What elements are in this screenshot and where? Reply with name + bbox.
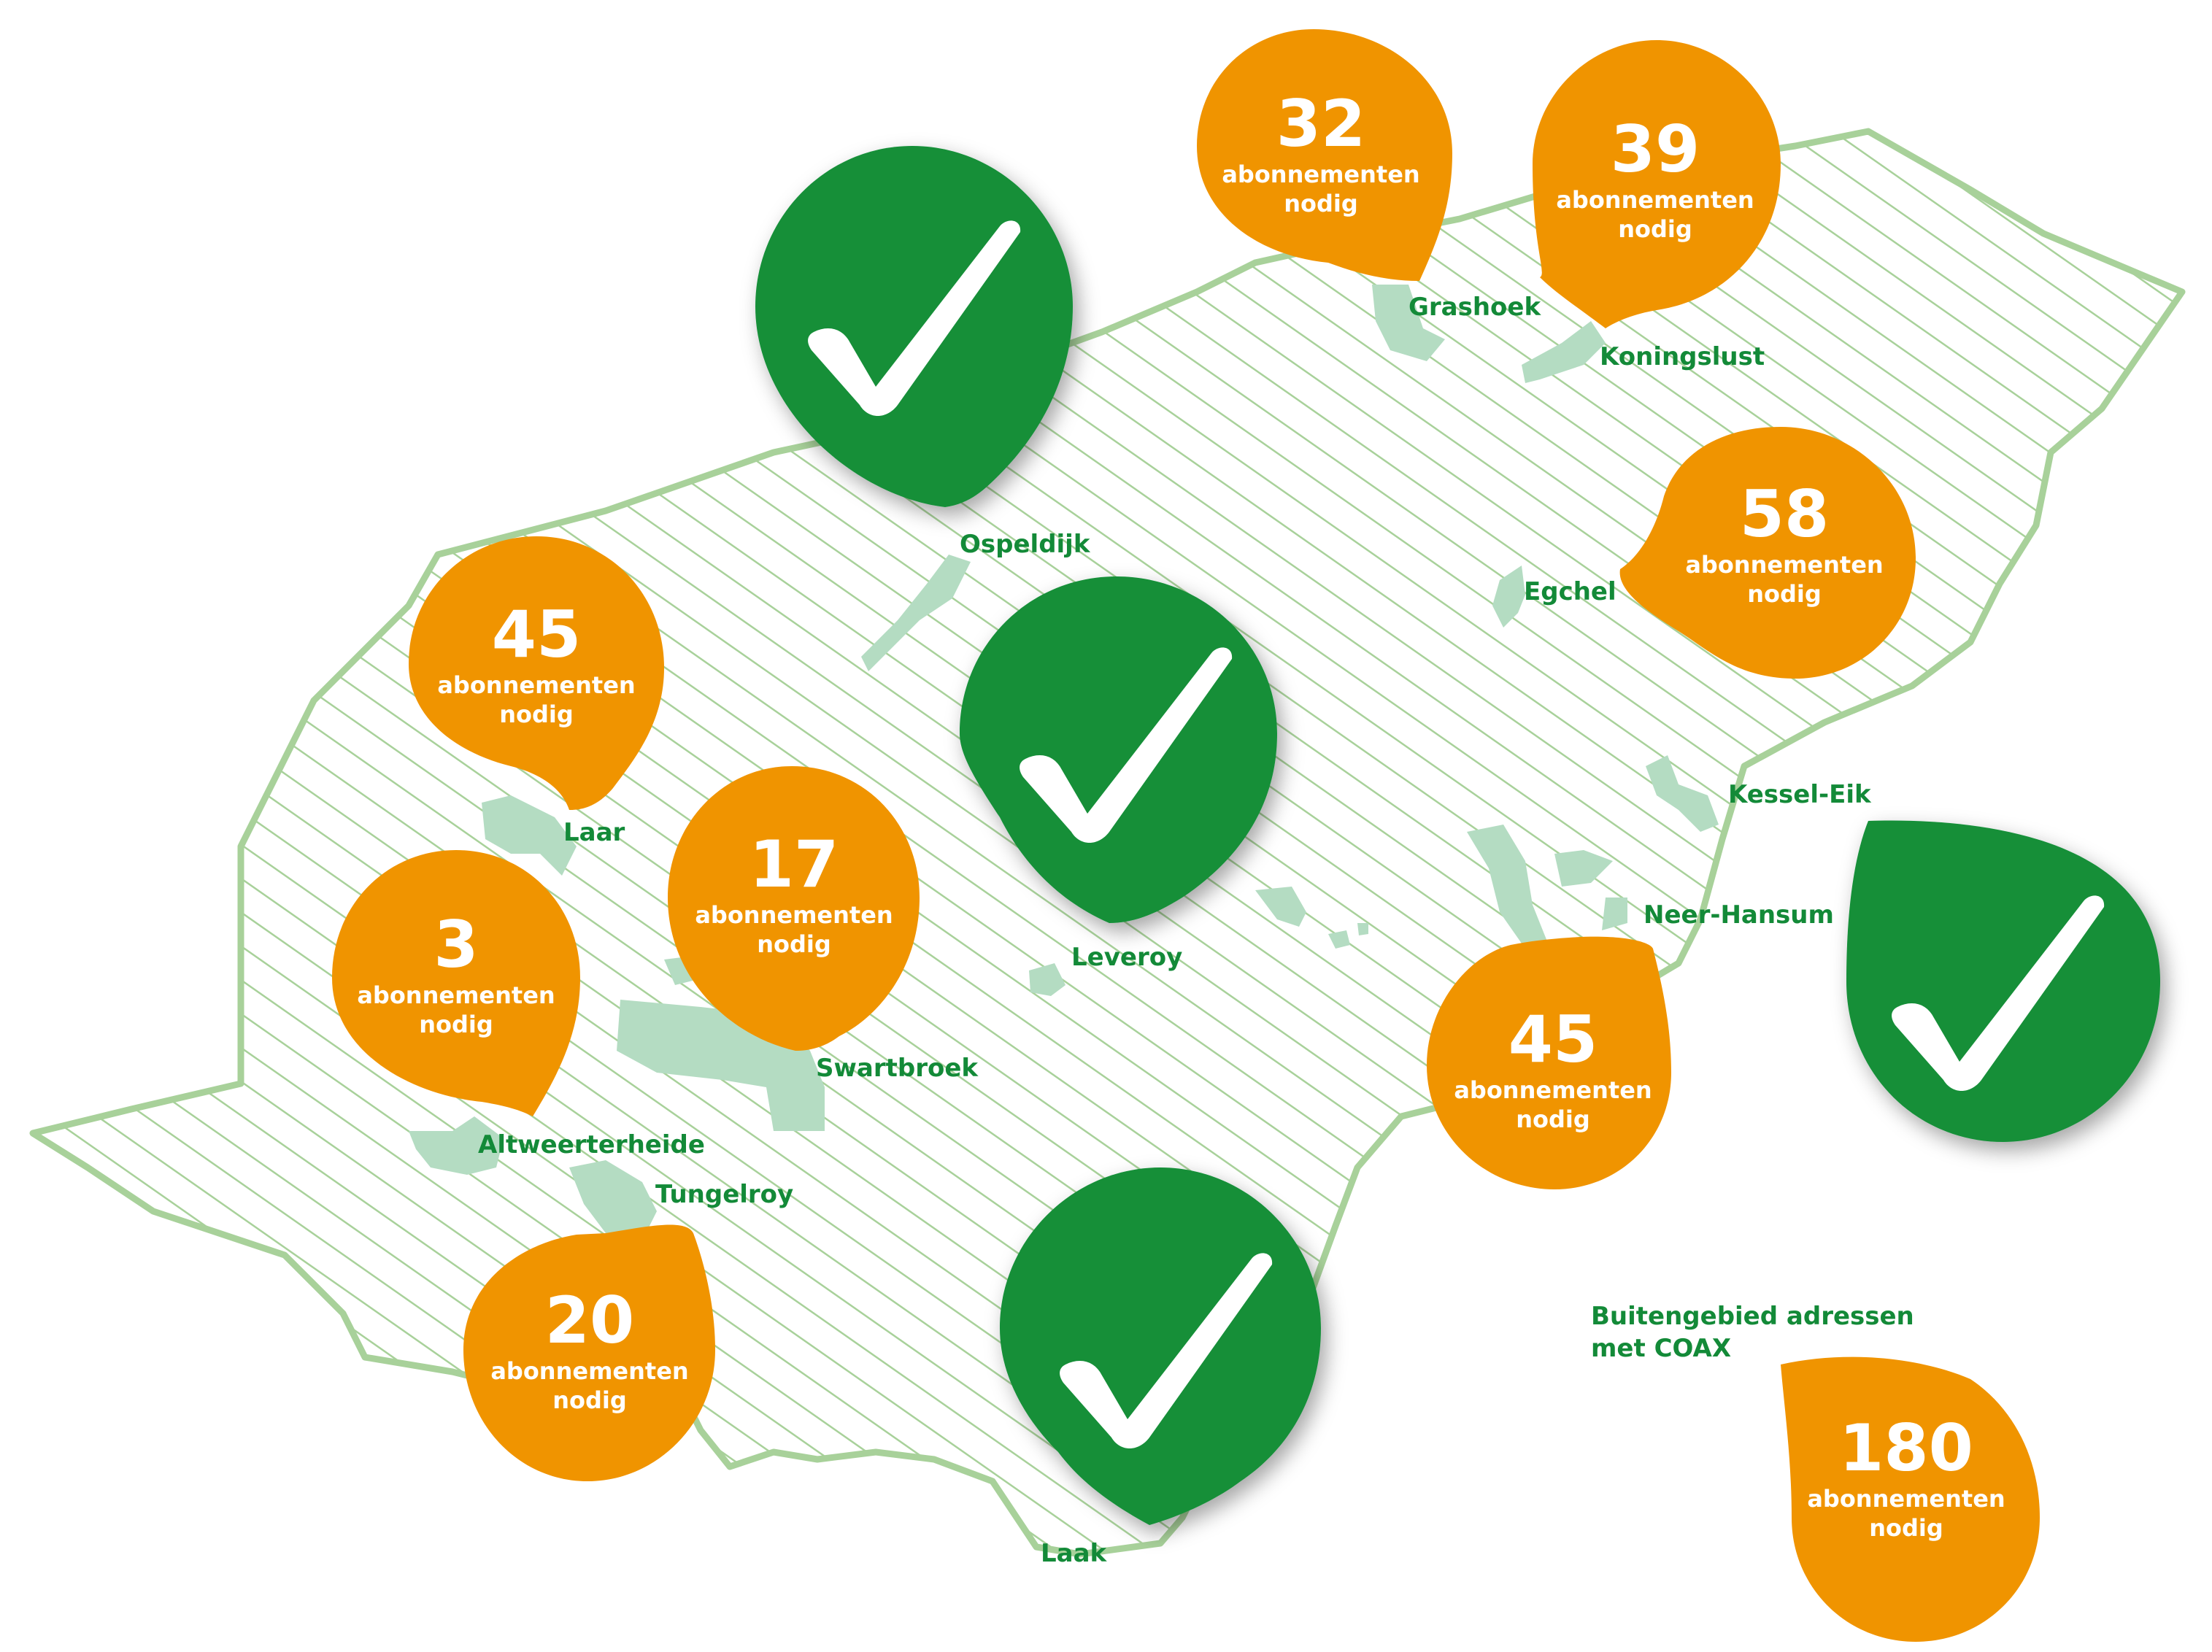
pin-text: nodig <box>1618 215 1692 243</box>
pin-count: 3 <box>433 907 478 982</box>
pin-leveroy[interactable] <box>960 576 1277 923</box>
village-shapes <box>409 285 1719 1240</box>
pin-count: 45 <box>1508 1002 1598 1077</box>
pin-text: abonnementen <box>1556 186 1754 214</box>
pin-text: nodig <box>1284 190 1358 217</box>
legend-caption: Buitengebied adressen met COAX <box>1591 1300 2000 1365</box>
checkmark-icon <box>1892 895 2105 1091</box>
pin-count: 32 <box>1276 86 1365 161</box>
pin-count: 20 <box>545 1283 634 1358</box>
label-egchel: Egchel <box>1524 577 1616 606</box>
village-koningslust <box>1522 321 1606 383</box>
village-tungelroy <box>569 1160 657 1240</box>
label-ospeldijk: Ospeldijk <box>960 530 1091 559</box>
label-koningslust: Koningslust <box>1600 342 1765 371</box>
pin-text: abonnementen <box>1454 1076 1652 1104</box>
legend-line: Buitengebied adressen <box>1591 1302 1914 1331</box>
pin-grashoek[interactable]: 32 abonnementen nodig <box>1197 29 1452 281</box>
label-laak: Laak <box>1041 1539 1108 1568</box>
pin-text: nodig <box>1747 580 1822 608</box>
village-ospeldijk <box>861 555 971 671</box>
pin-text: nodig <box>499 700 574 728</box>
label-swartbroek: Swartbroek <box>816 1054 979 1083</box>
village-altweerterheide <box>409 1116 504 1175</box>
legend-line: met COAX <box>1591 1334 1732 1363</box>
checkmark-icon <box>808 220 1021 416</box>
pin-kessel-eik[interactable] <box>1846 820 2160 1142</box>
village-heythuysen <box>1255 887 1368 949</box>
village-neer-hansum <box>1602 898 1627 930</box>
label-grashoek: Grashoek <box>1408 293 1541 322</box>
pin-ospeldijk[interactable] <box>755 146 1073 507</box>
label-tungelroy: Tungelroy <box>655 1180 793 1209</box>
village-egchel <box>1492 566 1525 628</box>
pin-text: nodig <box>552 1386 627 1414</box>
village-grashoek <box>1372 285 1445 361</box>
pin-text: abonnementen <box>695 901 893 929</box>
legend-count: 180 <box>1839 1410 1973 1486</box>
pin-text: nodig <box>757 930 831 958</box>
place-labels: Ospeldijk Grashoek Koningslust Egchel Ke… <box>478 293 1872 1568</box>
pin-count: 58 <box>1740 476 1829 552</box>
pin-count: 45 <box>492 597 581 672</box>
legend-text: abonnementen <box>1807 1485 2005 1513</box>
checkmark-icon <box>1060 1253 1273 1448</box>
pin-swartbroek[interactable]: 17 abonnementen nodig <box>668 766 920 1051</box>
pin-text: abonnementen <box>437 671 635 699</box>
label-altweerterheide: Altweerterheide <box>478 1130 705 1159</box>
pin-laar[interactable]: 45 abonnementen nodig <box>409 536 664 810</box>
pin-text: nodig <box>1516 1105 1590 1133</box>
village-swartbroek <box>617 956 825 1131</box>
label-laar: Laar <box>563 818 625 847</box>
pin-tungelroy[interactable]: 20 abonnementen nodig <box>463 1224 715 1481</box>
pin-egchel[interactable]: 58 abonnementen nodig <box>1619 427 1916 679</box>
pin-koningslust[interactable]: 39 abonnementen nodig <box>1533 40 1781 328</box>
label-leveroy: Leveroy <box>1071 943 1182 972</box>
village-kessel-eik <box>1646 755 1719 832</box>
village-leveroy <box>1029 963 1065 996</box>
label-kessel-eik: Kessel-Eik <box>1728 780 1872 809</box>
village-kessel-east <box>1554 850 1613 887</box>
pin-count: 17 <box>749 827 839 902</box>
pin-text: abonnementen <box>490 1357 688 1385</box>
pin-neer-hansum[interactable]: 45 abonnementen nodig <box>1427 936 1671 1189</box>
village-laar <box>482 795 577 876</box>
legend-text: nodig <box>1869 1514 1943 1542</box>
checkmark-icon <box>1020 647 1233 843</box>
legend-pin: 180 abonnementen nodig <box>1781 1356 2040 1642</box>
village-kessel <box>1467 825 1547 949</box>
pin-count: 39 <box>1611 112 1700 187</box>
pin-text: abonnementen <box>1685 551 1883 579</box>
pin-text: nodig <box>419 1011 493 1038</box>
pin-laak[interactable] <box>1000 1167 1321 1525</box>
pin-text: abonnementen <box>1222 161 1419 188</box>
pin-text: abonnementen <box>357 981 555 1009</box>
label-neer-hansum: Neer-Hansum <box>1643 900 1834 930</box>
pin-altweerterheide[interactable]: 3 abonnementen nodig <box>332 850 580 1116</box>
